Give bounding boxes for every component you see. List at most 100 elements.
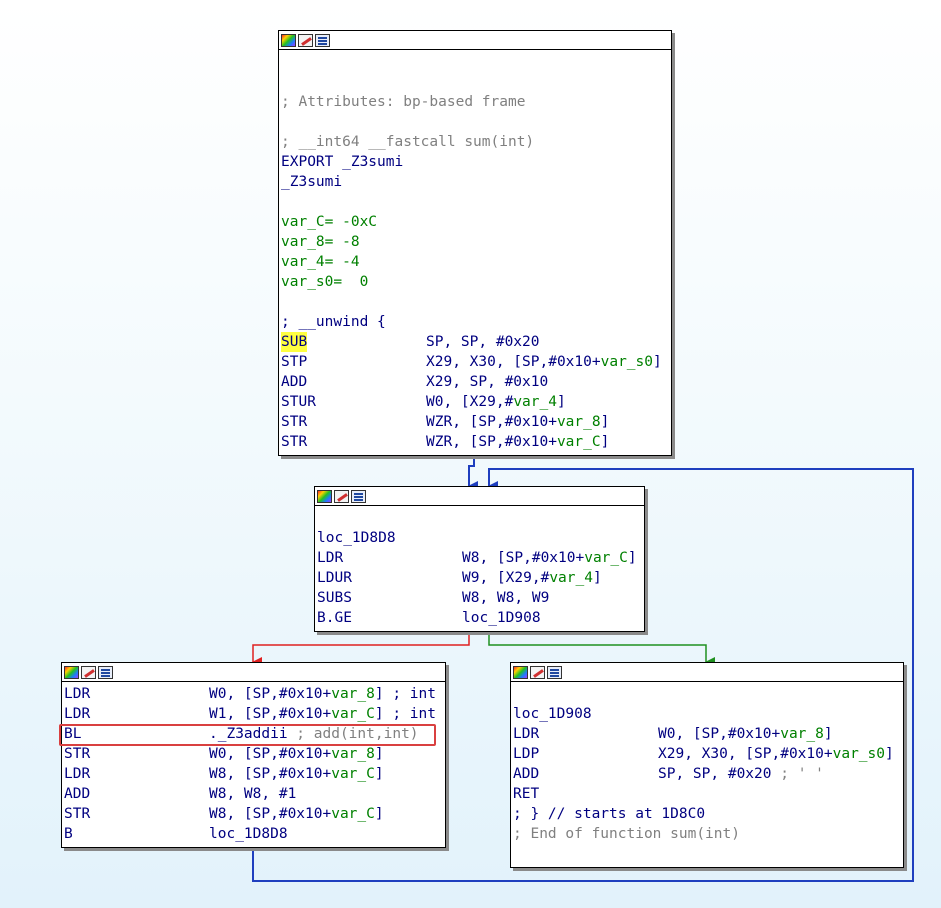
color-palette-icon[interactable] [317, 489, 332, 503]
instruction-line[interactable]: ADD X29, SP, #0x10 [281, 372, 669, 392]
stack-var-ref[interactable]: var_8 [556, 414, 601, 430]
rename-icon[interactable] [298, 33, 313, 47]
operands[interactable]: SP, SP, #0x20 [426, 332, 540, 352]
instruction-line[interactable]: LDR W8, [SP,#0x10+var_C] [317, 548, 642, 568]
listing-line[interactable]: loc_1D8D8 [317, 530, 396, 546]
stack-var-ref[interactable]: var_8 [780, 726, 824, 742]
instruction-line[interactable]: LDR W0, [SP,#0x10+var_8] [513, 724, 901, 744]
operands[interactable]: W8, [SP,#0x10+var_C] [209, 804, 384, 824]
mnemonic[interactable]: STR [64, 806, 91, 822]
rename-icon[interactable] [334, 489, 349, 503]
instruction-line[interactable]: STR W8, [SP,#0x10+var_C] [64, 804, 443, 824]
operands[interactable]: W9, [X29,#var_4] [462, 568, 602, 588]
stack-var-ref[interactable]: var_s0 [832, 746, 885, 762]
operands[interactable]: loc_1D908 [462, 608, 541, 628]
group-nodes-icon[interactable] [351, 489, 366, 503]
instruction-line[interactable]: BL ._Z3addii ; add(int,int) [64, 724, 443, 744]
group-nodes-icon[interactable] [98, 665, 113, 679]
listing-line[interactable]: _Z3sumi [281, 174, 343, 190]
instruction-line[interactable]: LDR W1, [SP,#0x10+var_C] ; int [64, 704, 443, 724]
operands[interactable]: W8, W8, W9 [462, 588, 549, 608]
listing-line[interactable]: var_C= -0xC [281, 214, 378, 230]
rename-icon[interactable] [81, 665, 96, 679]
instruction-line[interactable]: SUB SP, SP, #0x20 [281, 332, 669, 352]
operands[interactable]: W8, [SP,#0x10+var_C] [209, 764, 384, 784]
stack-var-ref[interactable]: var_C [331, 706, 375, 722]
instruction-line[interactable]: ADD SP, SP, #0x20 ; ' ' [513, 764, 901, 784]
stack-var-ref[interactable]: var_4 [549, 570, 593, 586]
mnemonic[interactable]: SUBS [317, 590, 352, 606]
group-nodes-icon[interactable] [315, 33, 330, 47]
mnemonic[interactable]: SUB [281, 332, 308, 352]
mnemonic[interactable]: LDP [513, 746, 540, 762]
operands[interactable]: W8, W8, #1 [209, 784, 296, 804]
mnemonic[interactable]: LDR [64, 766, 91, 782]
instruction-line[interactable]: STR W0, [SP,#0x10+var_8] [64, 744, 443, 764]
operands[interactable]: WZR, [SP,#0x10+var_C] [426, 432, 609, 452]
instruction-line[interactable]: STUR W0, [X29,#var_4] [281, 392, 669, 412]
mnemonic[interactable]: LDR [513, 726, 540, 742]
stack-var-ref[interactable]: var_8 [331, 746, 375, 762]
instruction-line[interactable]: LDP X29, X30, [SP,#0x10+var_s0] [513, 744, 901, 764]
instruction-line[interactable]: LDR W8, [SP,#0x10+var_C] [64, 764, 443, 784]
listing-line[interactable]: ; Attributes: bp-based frame [281, 94, 526, 110]
mnemonic[interactable]: LDR [64, 706, 91, 722]
mnemonic[interactable]: STR [281, 414, 308, 430]
listing-line[interactable]: EXPORT _Z3sumi [281, 154, 404, 170]
stack-var-ref[interactable]: var_C [331, 806, 375, 822]
operands[interactable]: WZR, [SP,#0x10+var_8] [426, 412, 609, 432]
mnemonic[interactable]: ADD [64, 786, 91, 802]
mnemonic[interactable]: ADD [281, 374, 308, 390]
mnemonic[interactable]: STR [64, 746, 91, 762]
operands[interactable]: loc_1D8D8 [209, 824, 288, 844]
stack-var-ref[interactable]: var_8 [331, 686, 375, 702]
listing-line[interactable]: ; } // starts at 1D8C0 [513, 806, 706, 822]
stack-var-ref[interactable]: var_4 [513, 394, 557, 410]
color-palette-icon[interactable] [513, 665, 528, 679]
stack-var-ref[interactable]: var_s0 [600, 354, 653, 370]
mnemonic[interactable]: BL [64, 726, 82, 742]
mnemonic[interactable]: ADD [513, 766, 540, 782]
operands[interactable]: X29, SP, #0x10 [426, 372, 548, 392]
instruction-line[interactable]: B.GE loc_1D908 [317, 608, 642, 628]
operands[interactable]: X29, X30, [SP,#0x10+var_s0] [426, 352, 662, 372]
operands[interactable]: SP, SP, #0x20 ; ' ' [658, 764, 824, 784]
listing-line[interactable]: loc_1D908 [513, 706, 592, 722]
group-nodes-icon[interactable] [547, 665, 562, 679]
mnemonic[interactable]: STUR [281, 394, 316, 410]
listing-line[interactable]: var_8= -8 [281, 234, 360, 250]
operands[interactable]: W8, [SP,#0x10+var_C] [462, 548, 637, 568]
operands[interactable]: ._Z3addii ; add(int,int) [209, 724, 419, 744]
mnemonic[interactable]: B [64, 826, 73, 842]
color-palette-icon[interactable] [64, 665, 79, 679]
instruction-line[interactable]: ADD W8, W8, #1 [64, 784, 443, 804]
listing-line[interactable]: ; __int64 __fastcall sum(int) [281, 134, 535, 150]
listing-line[interactable]: var_s0= 0 [281, 274, 369, 290]
instruction-line[interactable]: STR WZR, [SP,#0x10+var_8] [281, 412, 669, 432]
stack-var-ref[interactable]: var_C [584, 550, 628, 566]
operands[interactable]: W0, [SP,#0x10+var_8] [658, 724, 833, 744]
listing-line[interactable]: var_4= -4 [281, 254, 360, 270]
instruction-line[interactable]: RET [513, 784, 901, 804]
operands[interactable]: W1, [SP,#0x10+var_C] ; int [209, 704, 436, 724]
instruction-line[interactable]: STP X29, X30, [SP,#0x10+var_s0] [281, 352, 669, 372]
instruction-line[interactable]: SUBS W8, W8, W9 [317, 588, 642, 608]
operands[interactable]: W0, [X29,#var_4] [426, 392, 566, 412]
listing-line[interactable]: ; End of function sum(int) [513, 826, 740, 842]
listing-line[interactable]: ; __unwind { [281, 314, 386, 330]
operands[interactable]: W0, [SP,#0x10+var_8] ; int [209, 684, 436, 704]
operands[interactable]: W0, [SP,#0x10+var_8] [209, 744, 384, 764]
mnemonic[interactable]: LDR [317, 550, 344, 566]
stack-var-ref[interactable]: var_C [331, 766, 375, 782]
mnemonic[interactable]: STP [281, 354, 308, 370]
mnemonic[interactable]: B.GE [317, 610, 352, 626]
mnemonic[interactable]: RET [513, 786, 540, 802]
operands[interactable]: X29, X30, [SP,#0x10+var_s0] [658, 744, 894, 764]
block-entry[interactable]: ; Attributes: bp-based frame ; __int64 __… [278, 30, 672, 456]
